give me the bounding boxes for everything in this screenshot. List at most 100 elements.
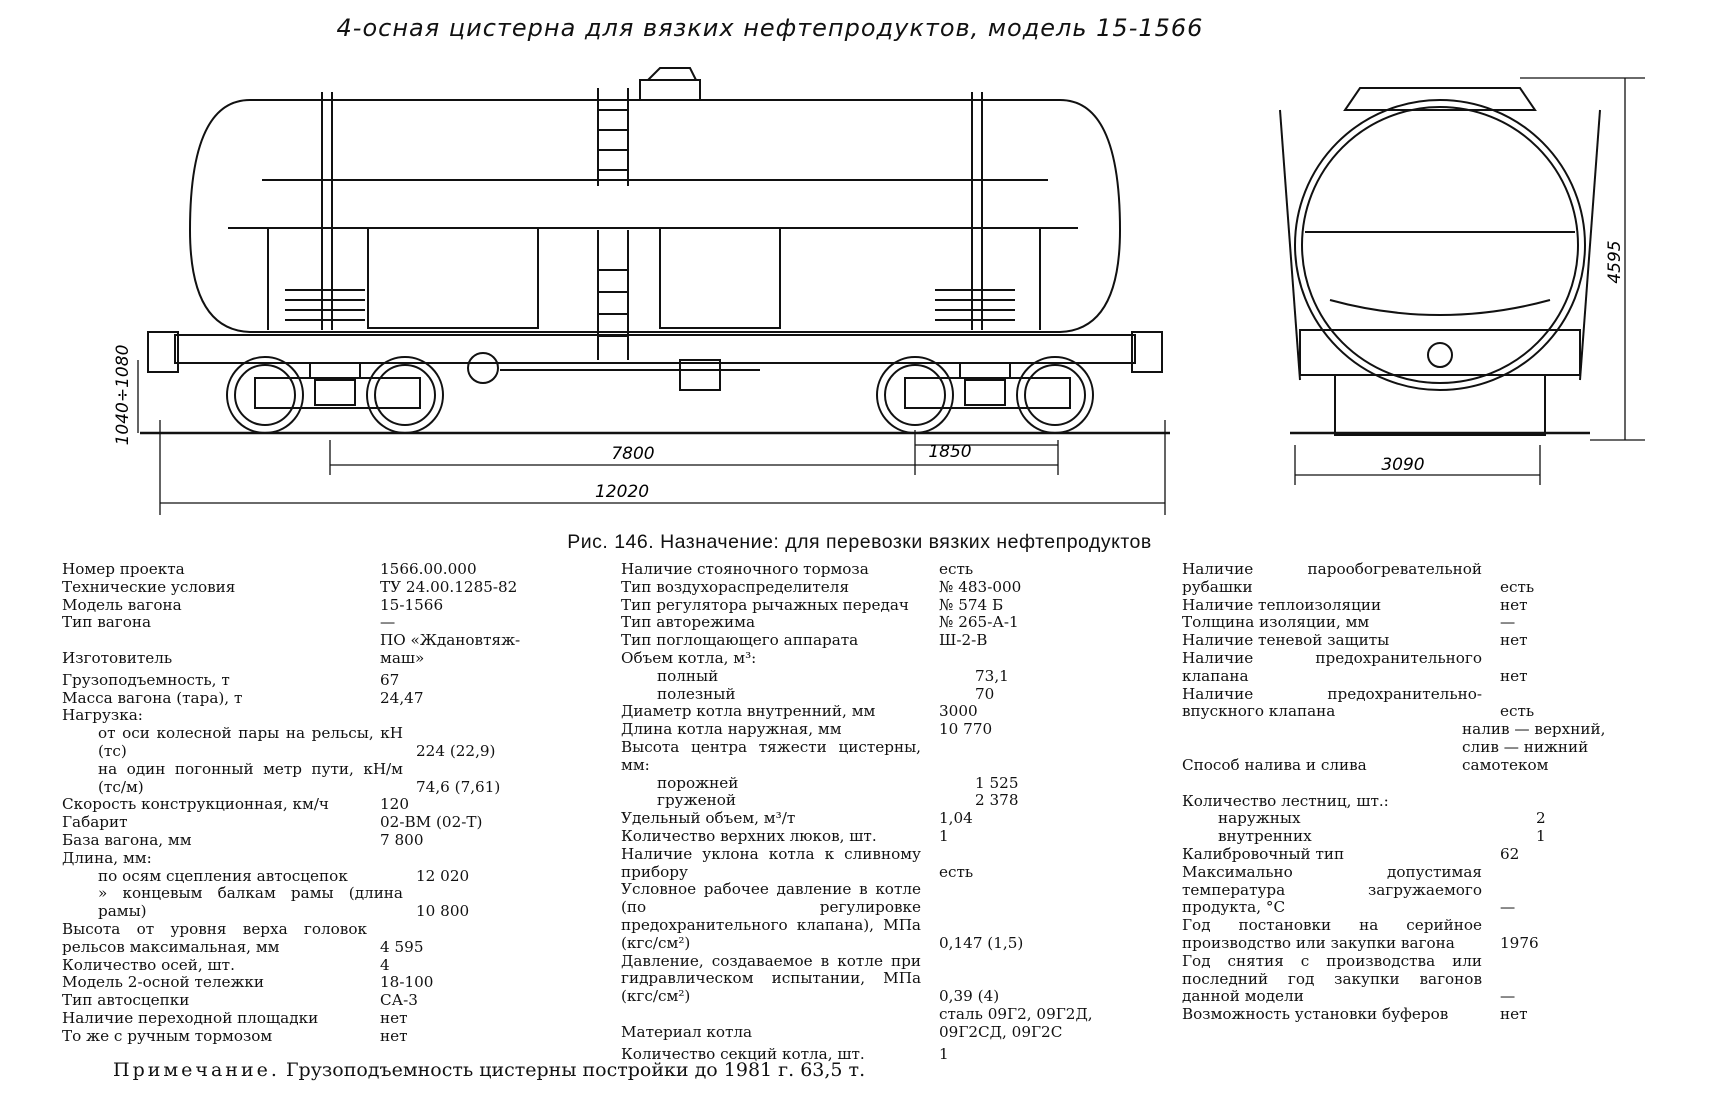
spec-label: внутренних — [1218, 827, 1312, 846]
spec-value: 0,39 (4) — [939, 987, 1000, 1006]
spec-label: от оси колесной пары на рельсы, кН (тс) — [98, 724, 403, 760]
spec-value: 15-1566 — [380, 595, 444, 614]
spec-label: Количество верхних люков, шт. — [621, 826, 877, 845]
spec-row: наружных 2 — [1182, 810, 1652, 828]
spec-value: есть — [1500, 702, 1535, 721]
spec-label: Высота центра тяжести цистерны, мм: — [621, 737, 921, 774]
spec-label: Наличие предохранительно-впускного клапа… — [1182, 684, 1482, 721]
spec-row: Высота центра тяжести цистерны, мм: — [621, 737, 1141, 775]
spec-row: Объем котла, м³: — [621, 648, 1141, 668]
spec-value: 2 — [1536, 809, 1546, 828]
spec-label: по осям сцепления автосцепок — [98, 866, 348, 885]
spec-value: нет — [1500, 631, 1528, 650]
spec-label: Калибровочный тип — [1182, 844, 1345, 863]
footnote: Примечание. Грузоподъемность цистерны по… — [113, 1059, 865, 1081]
spec-label: полный — [657, 666, 719, 685]
spec-row: внутренних 1 — [1182, 827, 1652, 846]
spec-label: Грузоподъемность, т — [62, 670, 230, 689]
spec-row: Количество верхних люков, шт. 1 — [621, 826, 1141, 846]
spec-label: Габарит — [62, 813, 128, 832]
spec-label: Изготовитель — [62, 648, 173, 667]
dim-height-side: 1040÷1080 — [113, 345, 133, 446]
spec-value: 67 — [380, 670, 400, 689]
spec-row: на один погонный метр пути, кН/м (тс/м)7… — [62, 760, 552, 797]
spec-value: 1 — [939, 826, 949, 845]
spec-label: Наличие теплоизоляции — [1182, 595, 1382, 614]
spec-label: Наличие уклона котла к сливному прибору — [621, 844, 921, 881]
brake-cylinder — [679, 359, 721, 391]
spec-label: Номер проекта — [62, 560, 185, 578]
spec-value: нет — [1500, 1005, 1528, 1024]
spec-value: 62 — [1500, 844, 1520, 863]
dim-width: 3090 — [1381, 455, 1424, 475]
spec-value: 24,47 — [380, 688, 424, 707]
spec-label: » концевым балкам рамы (длина рамы) — [98, 884, 403, 921]
spec-row: Максимально допустимая температура загру… — [1182, 863, 1652, 917]
figure-caption: Рис. 146. Назначение: для перевозки вязк… — [567, 531, 1152, 553]
spec-row: Давление, создаваемое в котле при гидрав… — [621, 952, 1141, 1006]
spec-label: Длина котла наружная, мм — [621, 720, 842, 739]
spec-value: 3000 — [939, 702, 978, 721]
spec-label: наружных — [1218, 809, 1301, 828]
spec-value: — — [1500, 987, 1516, 1006]
spec-row: Количество секций котла, шт.1 — [621, 1044, 1141, 1064]
spec-value: есть — [939, 560, 974, 578]
spec-value: — — [1500, 898, 1516, 917]
spec-value: 1 525 — [975, 773, 1019, 792]
spec-value: 10 800 — [416, 902, 470, 921]
spec-value: 4 595 — [380, 937, 424, 956]
end-view-dimension-lines — [1294, 77, 1645, 485]
spec-row: Длина, мм: — [62, 848, 552, 868]
spec-label: Объем котла, м³: — [621, 648, 757, 667]
tank-end-view — [1279, 87, 1601, 436]
spec-row: Условное рабочее давление в котле (по ре… — [621, 880, 1141, 952]
spec-label: Длина, мм: — [62, 848, 152, 867]
spec-label: Условное рабочее давление в котле (по ре… — [621, 880, 921, 952]
spec-value: Ш-2-В — [939, 631, 988, 650]
spec-label: Удельный объем, м³/т — [621, 809, 796, 828]
spec-value: нет — [380, 1008, 408, 1027]
spec-label: Модель 2-осной тележки — [62, 973, 265, 992]
spec-value: нет — [1500, 666, 1528, 685]
spec-value: есть — [939, 862, 974, 881]
spec-label: То же с ручным тормозом — [62, 1026, 273, 1045]
drawing-title: 4-осная цистерна для вязких нефтепродукт… — [336, 14, 1204, 42]
spec-row: Высота от уровня верха головок рельсов м… — [62, 920, 552, 957]
spec-row: Наличие предохранительно-впускного клапа… — [1182, 684, 1652, 722]
spec-label: Количество секций котла, шт. — [621, 1044, 865, 1063]
dimension-lines — [137, 360, 1166, 515]
spec-label: Тип воздухораспределителя — [621, 577, 850, 596]
spec-value: 1 — [1536, 827, 1546, 846]
spec-value: 18-100 — [380, 973, 434, 992]
spec-value: нет — [380, 1026, 408, 1045]
dim-base: 7800 — [611, 444, 654, 464]
spec-label: Тип автосцепки — [62, 991, 190, 1010]
spec-value: 4 — [380, 955, 390, 974]
spec-value: ТУ 24.00.1285-82 — [380, 577, 518, 596]
spec-value: СА-3 — [380, 991, 418, 1010]
bogie-right — [876, 356, 1094, 434]
spec-value: — — [1500, 613, 1516, 632]
spec-label: груженой — [657, 791, 736, 810]
spec-label: Нагрузка: — [62, 706, 143, 725]
spec-value: нет — [1500, 595, 1528, 614]
spec-label: Год постановки на серийное производство … — [1182, 916, 1482, 952]
brake-wheel — [467, 352, 499, 384]
spec-label: Тип авторежима — [621, 613, 756, 632]
spec-value: — — [380, 613, 396, 632]
spec-value: налив — верхний, слив — нижний самотеком — [1462, 720, 1606, 774]
spec-row: Количество лестниц, шт.: — [1182, 792, 1652, 811]
